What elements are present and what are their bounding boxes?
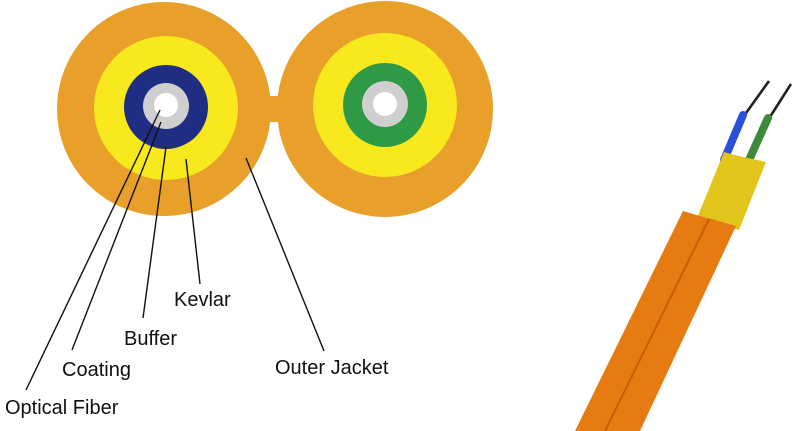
label-kevlar: Kevlar <box>174 289 231 311</box>
jacket-seam <box>604 218 710 431</box>
jacket-strand-left <box>575 211 710 431</box>
leader-buffer <box>142 146 167 319</box>
label-coating: Coating <box>62 359 131 381</box>
optical-fiber-core-right <box>373 92 397 116</box>
leader-outer-jacket <box>245 157 325 352</box>
leader-kevlar <box>185 158 201 285</box>
label-outer-jacket: Outer Jacket <box>275 357 389 379</box>
left-fiber-unit <box>94 36 238 180</box>
bare-fiber-right <box>766 83 792 121</box>
buffered-fiber-blue <box>720 111 747 164</box>
label-optical-fiber: Optical Fiber <box>5 397 119 419</box>
leader-coating <box>71 121 162 351</box>
outer-jacket-bridge <box>240 96 310 122</box>
leader-optical-fiber <box>25 109 161 391</box>
right-fiber-unit <box>313 33 457 177</box>
labels: Optical Fiber Coating Buffer Kevlar Oute… <box>5 289 389 419</box>
kevlar-end-right <box>717 157 766 230</box>
cable-cross-section <box>57 1 493 217</box>
label-buffer: Buffer <box>124 328 177 350</box>
buffered-fiber-green <box>745 114 772 164</box>
leader-lines <box>25 109 325 391</box>
kevlar-end-left <box>697 152 746 224</box>
cable-side-view <box>575 80 792 431</box>
jacket-strand-right <box>603 218 736 431</box>
